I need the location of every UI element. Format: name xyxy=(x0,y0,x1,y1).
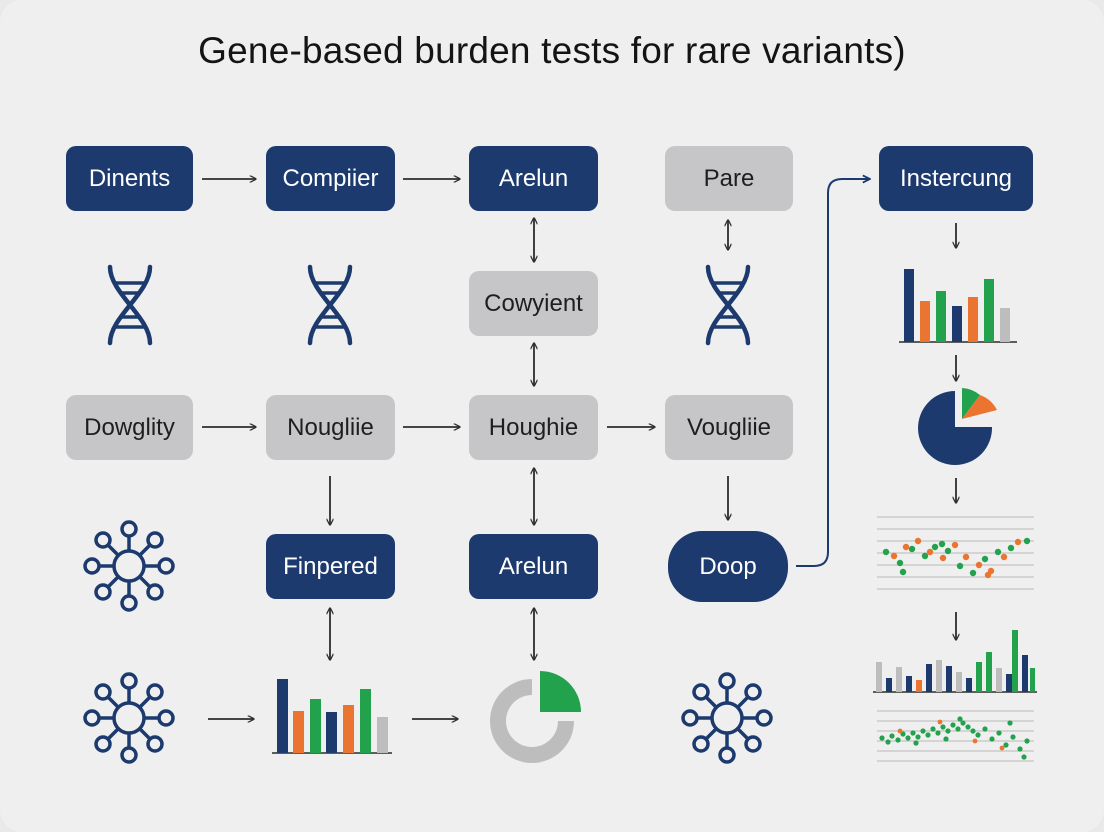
dna-helix-icon xyxy=(705,264,751,346)
diagram-title: Gene-based burden tests for rare variant… xyxy=(198,30,906,71)
dna-helix-icon xyxy=(307,264,353,346)
node-doop: Doop xyxy=(668,531,788,602)
network-hub-icon xyxy=(83,672,175,764)
node-arelun-bottom: Arelun xyxy=(469,534,598,599)
node-pare: Pare xyxy=(665,146,793,211)
node-dinents: Dinents xyxy=(66,146,193,211)
dna-helix-icon xyxy=(107,264,153,346)
node-arelun-top: Arelun xyxy=(469,146,598,211)
scatter-plot-icon xyxy=(877,710,1034,762)
scatter-plot-icon xyxy=(877,516,1034,590)
node-finpered: Finpered xyxy=(266,534,395,599)
network-hub-icon xyxy=(681,672,773,764)
node-nougliie: Nougliie xyxy=(266,395,395,460)
node-houghie: Houghie xyxy=(469,395,598,460)
bar-chart-icon xyxy=(272,679,392,754)
connector-doop-instercung xyxy=(796,179,870,567)
network-hub-icon xyxy=(83,520,175,612)
node-cowyient: Cowyient xyxy=(469,271,598,336)
node-compiier: Compiier xyxy=(266,146,395,211)
donut-chart-icon xyxy=(490,671,581,763)
node-vougliie: Vougliie xyxy=(665,395,793,460)
bar-chart-icon xyxy=(873,630,1037,693)
bar-chart-icon xyxy=(899,269,1017,343)
node-dowglity: Dowglity xyxy=(66,395,193,460)
node-instercung: Instercung xyxy=(879,146,1033,211)
pie-chart-icon xyxy=(918,388,997,465)
